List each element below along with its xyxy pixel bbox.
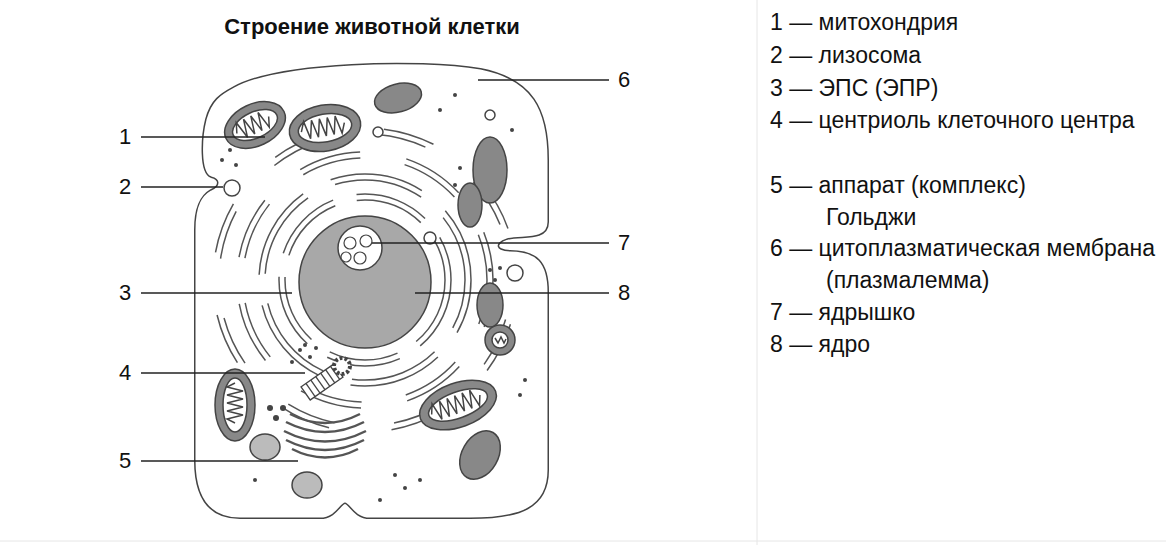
diagram-title: Строение животной клетки xyxy=(224,14,520,40)
label-slot: 2 xyxy=(119,174,131,200)
callout-number: 2 xyxy=(119,174,131,200)
mitochondria xyxy=(215,92,515,441)
key-entry: 2 — лизосома xyxy=(770,39,1160,71)
key-entry: 5 — аппарат (комплекс) Гольджи xyxy=(770,169,1100,233)
label-slot: 3 — ЭПС (ЭПР) xyxy=(770,72,1160,104)
label-slot: 6 — цитоплазматическая мембрана (плазмал… xyxy=(770,232,1160,296)
label-slot: 3 xyxy=(119,280,131,306)
golgi-apparatus xyxy=(284,414,366,458)
ribosome-dots xyxy=(220,93,527,502)
label-slot: 6 xyxy=(618,67,630,93)
key-entry: 6 — цитоплазматическая мембрана (плазмал… xyxy=(770,232,1160,296)
organelles xyxy=(224,78,523,498)
label-slot: 5 — аппарат (комплекс) Гольджи xyxy=(770,169,1100,233)
callout-number: 8 xyxy=(618,280,630,306)
divider-line xyxy=(0,541,1166,542)
callout-number: 5 xyxy=(119,448,131,474)
callout-number: 7 xyxy=(618,230,630,256)
label-slot: 1 — митохондрия xyxy=(770,6,1160,38)
key-entry: 8 — ядро xyxy=(770,328,1160,360)
centriole xyxy=(301,358,350,400)
callout-number: 6 xyxy=(618,67,630,93)
label-slot: 7 — ядрышко xyxy=(770,296,1160,328)
callout-number: 1 xyxy=(119,124,131,150)
key-entry: 7 — ядрышко xyxy=(770,296,1160,328)
key-entry: 1 — митохондрия xyxy=(770,6,1160,38)
label-slot: 8 xyxy=(618,280,630,306)
label-slot: 5 xyxy=(119,448,131,474)
key-entry: 3 — ЭПС (ЭПР) xyxy=(770,72,1160,104)
title-slot: Строение животной клетки xyxy=(224,14,520,40)
leader-lines xyxy=(141,80,609,461)
key-entry: 4 — центриоль клеточного центра xyxy=(770,104,1160,136)
cell-membrane xyxy=(198,67,545,515)
callout-number: 3 xyxy=(119,280,131,306)
divider-line xyxy=(757,0,758,545)
callout-number: 4 xyxy=(119,360,131,386)
label-slot: 2 — лизосома xyxy=(770,39,1160,71)
label-slot: 8 — ядро xyxy=(770,328,1160,360)
label-slot: 4 — центриоль клеточного центра xyxy=(770,104,1160,136)
label-slot: 4 xyxy=(119,360,131,386)
nucleus xyxy=(299,216,431,348)
label-slot: 1 xyxy=(119,124,131,150)
label-slot: 7 xyxy=(618,230,630,256)
